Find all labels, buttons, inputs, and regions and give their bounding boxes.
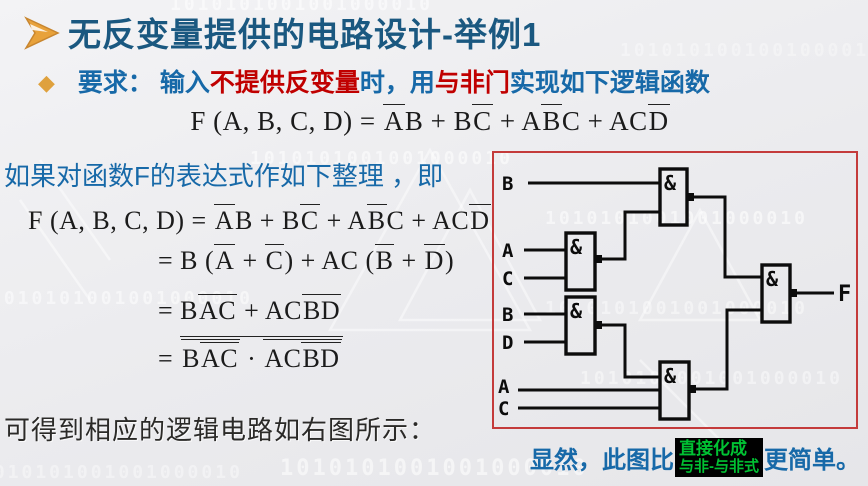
nand-gate-bd: & <box>564 295 602 356</box>
input-label-c1: C <box>502 268 513 290</box>
annotation-line-1: 直接化成 <box>679 439 747 458</box>
svg-text:&: & <box>570 299 583 323</box>
overline-group: A <box>382 104 405 136</box>
overline-group: BAC <box>181 339 241 373</box>
overline-group: AC <box>200 342 240 373</box>
overline-group: C <box>472 104 493 136</box>
derivation-line-3: = BAC + ACBD <box>158 294 342 325</box>
output-label-f: F <box>838 282 851 307</box>
overline-group: AC <box>198 294 238 325</box>
watermark-binary: 1010101001001000010 <box>620 40 868 61</box>
diamond-bullet-icon: ◆ <box>38 70 55 95</box>
svg-text:&: & <box>570 235 583 259</box>
input-label-c2: C <box>498 398 509 420</box>
intro-text: 如果对函数F的表达式作如下整理 ，即 <box>4 161 444 191</box>
overline-group: D <box>469 204 491 235</box>
overline-group: D <box>647 104 670 136</box>
arrow-right-icon <box>24 16 60 50</box>
overline-group: ACBD <box>263 339 342 373</box>
conclusion-line: 显然，此图比 直接化成 与非-与非式 更简单。 <box>530 438 860 478</box>
overline-group: BAC · ACBD <box>180 336 343 373</box>
circuit-svg: & & & & & B <box>498 167 851 421</box>
annotation-line-2: 与非-与非式 <box>679 457 759 475</box>
overline-group: A <box>213 204 235 235</box>
text-segment: 时，用 <box>359 69 435 97</box>
nand-gate-top: & <box>658 167 694 227</box>
derivation-line-2: = B (A + C) + AC (B + D) <box>158 244 455 275</box>
text-segment: 不提供反变量 <box>209 69 360 97</box>
overline-group: BD <box>302 294 342 325</box>
nand-gate-ac: & <box>564 231 602 292</box>
overline-group: B <box>366 204 387 235</box>
wire-gate1-to-gate5 <box>690 195 762 279</box>
nand-gate-bottom: & <box>658 360 696 421</box>
requirement-text: 要求： 输入不提供反变量时，用与非门实现如下逻辑函数 <box>78 69 710 97</box>
conclusion-suffix: 更简单。 <box>764 447 860 475</box>
input-label-b2: B <box>502 304 513 326</box>
overline-group: BD <box>301 342 341 373</box>
overline-group: B <box>374 244 395 275</box>
input-label-b1: B <box>502 173 513 195</box>
derivation-line-4: = BAC · ACBD <box>158 336 343 374</box>
requirement-line: ◆ 要求： 输入不提供反变量时，用与非门实现如下逻辑函数 <box>38 63 710 99</box>
watermark-binary: 1010101001001000010 <box>0 462 243 483</box>
svg-text:&: & <box>766 267 779 291</box>
overline-group: C <box>299 204 320 235</box>
circuit-diagram: & & & & & B <box>492 151 858 429</box>
text-segment: 与非门 <box>434 69 510 97</box>
overline-group: C <box>264 244 285 275</box>
nand-gate-output: & <box>760 263 797 324</box>
footer-text: 可得到相应的逻辑电路如右图所示： <box>4 415 437 445</box>
main-formula: F (A, B, C, D) = AB + BC + ABC + ACD <box>190 104 670 136</box>
overline-group: D <box>423 244 445 275</box>
wire-gate4-to-gate5 <box>692 308 762 391</box>
wire-gate3-to-gate4 <box>598 323 660 379</box>
title-row: 无反变量提供的电路设计-举例1 <box>24 8 541 56</box>
input-label-d: D <box>502 332 513 354</box>
overline-group: A <box>214 244 236 275</box>
input-label-a2: A <box>498 376 510 398</box>
annotation-box: 直接化成 与非-与非式 <box>675 438 763 478</box>
input-label-a1: A <box>502 240 514 262</box>
conclusion-prefix: 显然，此图比 <box>530 447 674 475</box>
text-segment: 实现如下逻辑函数 <box>509 69 710 97</box>
overline-group: B <box>541 104 562 136</box>
derivation-line-1: F (A, B, C, D) = AB + BC + ABC + ACD <box>28 204 491 235</box>
svg-text:&: & <box>664 364 677 388</box>
wire-gate2-to-gate1 <box>598 210 660 261</box>
page-title: 无反变量提供的电路设计-举例1 <box>68 16 542 53</box>
text-segment: 要求： 输入 <box>77 69 210 97</box>
svg-text:&: & <box>664 171 677 195</box>
